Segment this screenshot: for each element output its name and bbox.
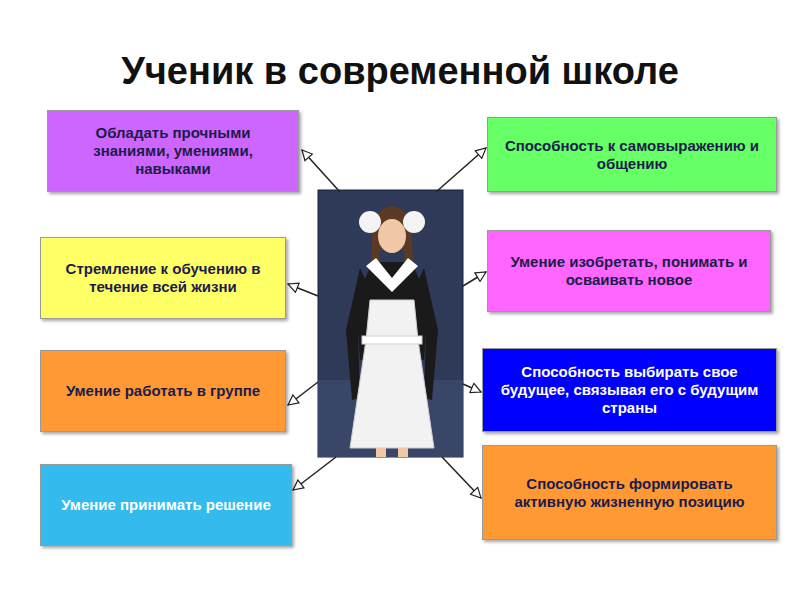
- text-box: Способность к самовыражению и общению: [487, 117, 777, 192]
- text-box: Умение изобретать, понимать и осваивать …: [487, 230, 771, 312]
- box-text: Способность к самовыражению и общению: [498, 137, 766, 173]
- pupil-photo: [318, 190, 463, 457]
- box-text: Способность выбирать свое будущее, связы…: [493, 363, 766, 417]
- text-box: Способность формировать активную жизненн…: [482, 445, 777, 540]
- text-box: Стремление к обучению в течение всей жиз…: [40, 237, 286, 319]
- box-text: Обладать прочными знаниями, умениями, на…: [58, 124, 288, 178]
- text-box: Обладать прочными знаниями, умениями, на…: [47, 110, 299, 192]
- text-box: Умение принимать решение: [40, 464, 292, 546]
- box-text: Умение изобретать, понимать и осваивать …: [498, 253, 760, 289]
- box-text: Умение работать в группе: [66, 382, 260, 400]
- text-box: Умение работать в группе: [40, 350, 286, 432]
- box-text: Стремление к обучению в течение всей жиз…: [51, 260, 275, 296]
- text-box: Способность выбирать свое будущее, связы…: [482, 348, 777, 432]
- box-text: Способность формировать активную жизненн…: [493, 475, 766, 511]
- box-text: Умение принимать решение: [61, 496, 271, 514]
- pointer-arrows: [288, 148, 486, 498]
- diagram-title: Ученик в современной школе: [0, 50, 800, 93]
